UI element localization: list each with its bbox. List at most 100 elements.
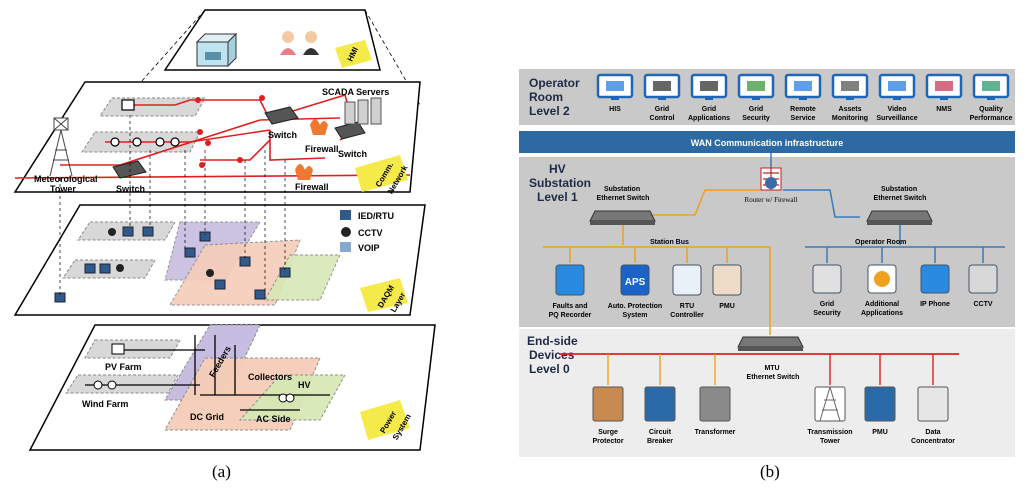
app-label-6-line: Video xyxy=(888,106,907,113)
wind-farm-label: Wind Farm xyxy=(82,399,128,409)
end-device-label-3-line: Tower xyxy=(820,438,840,445)
firewall-label-b: Firewall xyxy=(295,182,329,192)
station-device-label-3: PMU xyxy=(719,303,735,310)
rtu-icon xyxy=(672,264,702,296)
circuit-breaker-icon xyxy=(644,386,676,422)
panel-a-diagram: HMI Switch Switch Switch xyxy=(13,9,436,451)
vertical-connectors xyxy=(59,115,286,295)
end-device-label-5-line: Concentrator xyxy=(911,438,955,445)
camera-icon xyxy=(878,73,916,100)
end-device-label-1-line: Circuit xyxy=(649,429,672,436)
app-label-5-line: Assets xyxy=(839,106,862,113)
legend-ied: IED/RTU xyxy=(358,211,394,221)
hv-line2: Substation xyxy=(529,176,591,190)
sw-right-line2: Ethernet Switch xyxy=(874,195,927,202)
end-device-label-4: PMU xyxy=(872,429,888,436)
app-label-4-line: Remote xyxy=(790,106,816,113)
hv-label: HV xyxy=(298,380,311,390)
station-devices: Faults and PQ Recorder APS Auto. Protection… xyxy=(549,264,742,319)
scada-label: SCADA Servers xyxy=(322,87,389,97)
station-device-label-1-line: Auto. Protection xyxy=(608,303,662,310)
station-device-label-1-line: System xyxy=(623,312,648,319)
ac-side-label: AC Side xyxy=(256,414,291,424)
app-label-0: HIS xyxy=(609,106,621,113)
station-bus-label: Station Bus xyxy=(650,239,689,246)
sine-wave-icon xyxy=(643,73,681,100)
router-icon xyxy=(760,167,782,191)
pie-chart-icon xyxy=(596,73,634,100)
app-label-8-line: Quality xyxy=(979,106,1003,113)
substation-switch-left-label: Substation Ethernet Switch xyxy=(597,186,650,202)
app-label-2-line: Applications xyxy=(688,115,730,122)
hv-line3: Level 1 xyxy=(537,190,578,204)
cloud-icon xyxy=(784,73,822,100)
switch-label-c: Switch xyxy=(116,184,145,194)
end-device-label-4-line: PMU xyxy=(872,429,888,436)
ip-phone-icon xyxy=(920,264,950,294)
app-label-6-line: Surveillance xyxy=(876,115,917,122)
tower-icon xyxy=(814,386,846,422)
pmu-icon xyxy=(864,386,896,422)
end-device-label-2: Transformer xyxy=(695,429,736,436)
substation-switch-right-label: Substation Ethernet Switch xyxy=(874,186,927,202)
switch-label-b: Switch xyxy=(338,149,367,159)
end-device-label-1-line: Breaker xyxy=(647,438,673,445)
app-label-2-line: Grid xyxy=(702,106,716,113)
comm-network-layer: Switch Switch Switch SCADA Servers Firew… xyxy=(13,81,421,196)
router-label: Router w/ Firewall xyxy=(745,196,798,204)
firewall-label-a: Firewall xyxy=(305,144,339,154)
substation-switch-left xyxy=(589,210,656,225)
shield-icon xyxy=(737,73,775,100)
operator-device-label-2-line: IP Phone xyxy=(920,301,950,308)
operator-room-line1: Operator xyxy=(529,76,580,90)
operator-room-bus-label: Operator Room xyxy=(855,239,906,246)
operator-device-label-0-line: Security xyxy=(813,310,841,317)
heart-icon xyxy=(925,73,963,100)
legend-voip: VOIP xyxy=(358,243,380,253)
end-device-label-2-line: Transformer xyxy=(695,429,736,436)
app-label-0-line: HIS xyxy=(609,106,621,113)
end-side-line2: Devices xyxy=(529,348,575,362)
line-chart-icon xyxy=(972,73,1010,100)
app-label-3-line: Security xyxy=(742,115,770,122)
aps-text: APS xyxy=(625,277,646,288)
app-label-8-line: Performance xyxy=(970,115,1013,122)
chip-icon xyxy=(831,73,869,100)
sw-left-line1: Substation xyxy=(604,186,640,193)
operator-device-label-3-line: CCTV xyxy=(973,301,992,308)
collectors-label: Collectors xyxy=(248,372,292,382)
dc-grid-label: DC Grid xyxy=(190,412,224,422)
operator-room-line3: Level 2 xyxy=(529,104,570,118)
data-concentrator-icon xyxy=(917,386,949,422)
cctv-icon xyxy=(968,264,998,294)
surge-protector-icon xyxy=(592,386,624,422)
grid-security-icon xyxy=(812,264,842,294)
switch-label-a: Switch xyxy=(268,130,297,140)
end-device-label-0-line: Surge xyxy=(598,429,618,436)
hv-line1: HV xyxy=(549,162,566,176)
power-system-layer: PV Farm Wind Farm Feeders Collectors HV … xyxy=(28,324,436,451)
recorder-icon xyxy=(555,264,585,296)
app-label-3-line: Grid xyxy=(749,106,763,113)
station-device-label-0-line: PQ Recorder xyxy=(549,312,592,319)
operator-room-title: Operator Room Level 2 xyxy=(529,76,583,118)
aps-icon: APS xyxy=(620,264,650,296)
station-device-label-3-line: PMU xyxy=(719,303,735,310)
hv-substation-title: HV Substation Level 1 xyxy=(529,162,594,204)
end-device-label-5-line: Data xyxy=(925,429,940,436)
monitor-chart-icon xyxy=(867,264,897,294)
caption-a: (a) xyxy=(212,462,231,481)
app-label-7-line: NMS xyxy=(936,106,952,113)
station-device-label-0-line: Faults and xyxy=(552,303,587,310)
app-label-7: NMS xyxy=(936,106,952,113)
end-device-label-0-line: Protector xyxy=(592,438,623,445)
